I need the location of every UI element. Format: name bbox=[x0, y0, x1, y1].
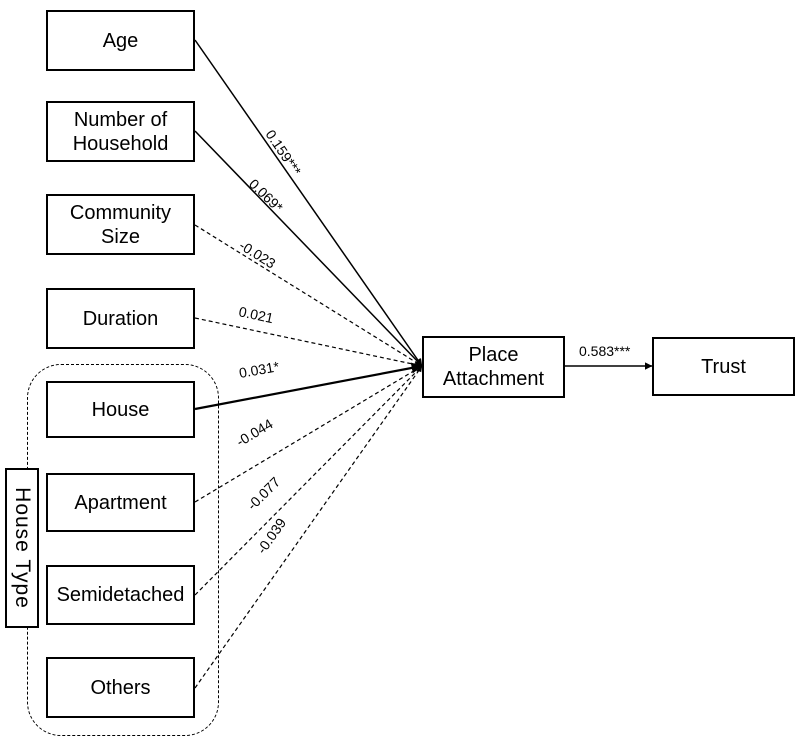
house-type-group-label: House Type bbox=[5, 468, 39, 628]
community-size-coefficient-label: -0.023 bbox=[236, 237, 278, 272]
semidetached-coefficient-label: -0.077 bbox=[244, 474, 284, 514]
place-attachment-label-line2: Attachment bbox=[442, 368, 545, 390]
household-label-line2: Household bbox=[72, 132, 169, 155]
trust-node: Trust bbox=[652, 337, 795, 396]
age-label: Age bbox=[102, 29, 139, 52]
place-attachment-label-line1: Place bbox=[468, 344, 519, 366]
apartment-label: Apartment bbox=[74, 491, 167, 514]
age-coefficient-label: 0.159*** bbox=[263, 127, 305, 179]
house-type-label-text: House Type bbox=[11, 487, 34, 609]
others-path-arrow bbox=[194, 365, 423, 689]
house-coefficient-label: 0.031* bbox=[238, 358, 281, 381]
place-attachment-node: Place Attachment bbox=[422, 336, 565, 398]
place-attachment-coefficient-label: 0.583*** bbox=[579, 343, 631, 359]
duration-node: Duration bbox=[46, 288, 195, 349]
others-coefficient-label: -0.039 bbox=[253, 515, 289, 557]
semidetached-node: Semidetached bbox=[46, 565, 195, 625]
house-label: House bbox=[91, 398, 150, 421]
house-node: House bbox=[46, 381, 195, 438]
others-label: Others bbox=[90, 676, 151, 699]
duration-label: Duration bbox=[82, 307, 159, 330]
duration-path-arrow bbox=[194, 317, 423, 368]
house-path-arrow bbox=[194, 362, 423, 411]
community-size-path-arrow bbox=[194, 224, 423, 367]
age-node: Age bbox=[46, 10, 195, 71]
age-path-arrow bbox=[194, 39, 423, 367]
household-path-arrow bbox=[194, 130, 423, 367]
community-size-label: Community Size bbox=[69, 201, 172, 248]
semidetached-label: Semidetached bbox=[56, 584, 185, 606]
number-of-household-node: Number of Household bbox=[46, 101, 195, 162]
household-label-line1: Number of bbox=[73, 108, 168, 131]
others-node: Others bbox=[46, 657, 195, 718]
apartment-node: Apartment bbox=[46, 473, 195, 532]
apartment-path-arrow bbox=[194, 365, 423, 503]
duration-coefficient-label: 0.021 bbox=[237, 303, 275, 326]
semidetached-path-arrow bbox=[194, 365, 423, 596]
trust-label: Trust bbox=[701, 355, 746, 378]
community-size-node: Community Size bbox=[46, 194, 195, 255]
household-coefficient-label: 0.069* bbox=[246, 176, 287, 216]
apartment-coefficient-label: -0.044 bbox=[233, 415, 275, 449]
